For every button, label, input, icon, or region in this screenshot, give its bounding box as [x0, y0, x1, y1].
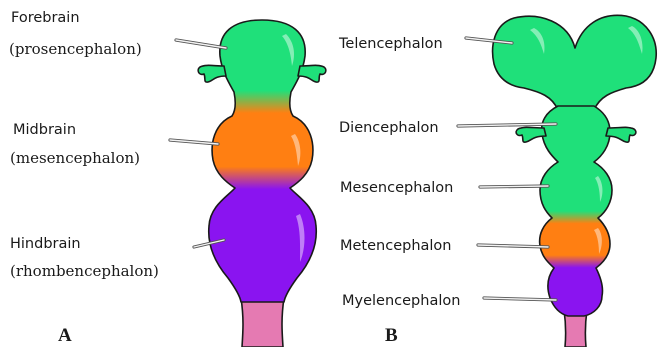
label-hindbrain: Hindbrain [10, 236, 81, 252]
optic-stalk-left-a [198, 65, 226, 82]
label-diencephalon: Diencephalon [339, 120, 439, 136]
optic-stalk-right-b [606, 127, 636, 142]
label-myelencephalon: Myelencephalon [342, 293, 460, 309]
panel-b: Telencephalon Diencephalon Mesencephalon… [338, 15, 656, 347]
panel-letter-b: B [385, 325, 398, 346]
label-midbrain: Midbrain [13, 122, 76, 138]
label-telencephalon: Telencephalon [338, 36, 443, 52]
spinal-cord-a [241, 298, 284, 347]
label-prosencephalon: (prosencephalon) [9, 40, 142, 58]
label-forebrain: Forebrain [11, 10, 80, 26]
label-rhombencephalon: (rhombencephalon) [10, 262, 159, 280]
optic-stalk-left-b [516, 127, 546, 142]
label-mesencephalon-b: Mesencephalon [340, 180, 453, 196]
panel-letter-a: A [58, 325, 72, 346]
label-mesencephalon: (mesencephalon) [10, 149, 140, 167]
panel-a: Forebrain (prosencephalon) Midbrain (mes… [9, 10, 326, 347]
label-metencephalon: Metencephalon [340, 238, 452, 254]
optic-stalk-right-a [298, 65, 326, 82]
neural-tube-b [540, 106, 612, 316]
